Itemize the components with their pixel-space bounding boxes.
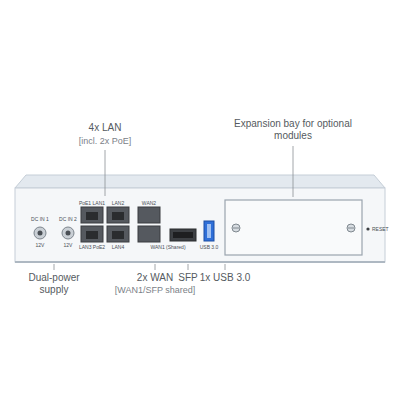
dc-jack-pin <box>66 231 71 236</box>
port-slot <box>86 212 98 220</box>
leader-line <box>105 150 106 196</box>
callout-title: 4x LAN <box>89 122 122 134</box>
rj45-port <box>81 226 103 242</box>
port-label: DC IN 2 <box>59 216 77 222</box>
callout-title: SFP <box>178 272 197 284</box>
device-base <box>15 261 385 263</box>
callout-title: Expansion bay for optional modules <box>228 118 358 142</box>
sfp-port <box>170 229 196 241</box>
callout-note: [WAN1/SFP shared] <box>115 285 196 296</box>
port-label: LAN2 <box>112 200 125 206</box>
rj45-port <box>138 207 160 223</box>
rj45-port <box>107 207 129 223</box>
callout-title: 2x WAN <box>137 272 173 284</box>
lan-ports <box>81 207 129 242</box>
leader-line <box>225 264 226 270</box>
callout-title: Dual-power supply <box>21 272 87 296</box>
port-slot <box>112 231 124 239</box>
dc-jack <box>62 227 74 239</box>
expansion-bay <box>225 200 362 255</box>
leader-lines <box>54 146 293 270</box>
screw-slot <box>233 228 239 229</box>
port-label: DC IN 1 <box>31 216 49 222</box>
callout-note: [incl. 2x PoE] <box>79 136 132 147</box>
device-face <box>15 188 385 262</box>
port-label: WAN2 <box>142 200 156 206</box>
port-slot <box>86 231 98 239</box>
port-label: 12V <box>36 242 45 248</box>
port-label: WAN1 (Shared) <box>150 244 185 250</box>
leader-line <box>188 264 189 270</box>
port-label: LAN4 <box>112 244 125 250</box>
rj45-port <box>81 207 103 223</box>
rj45-port <box>107 226 129 242</box>
port-slot <box>112 212 124 220</box>
leader-line <box>293 146 294 197</box>
port-label: USB 3.0 <box>200 244 219 250</box>
device-lid <box>15 175 385 188</box>
sfp-slot <box>173 232 193 238</box>
dc-jack-pin <box>38 231 43 236</box>
leader-line <box>54 264 55 270</box>
port-label: PoE1 LAN1 <box>79 200 105 206</box>
screw-slot <box>348 228 354 229</box>
screw <box>232 224 240 232</box>
port-label: LAN3 PoE2 <box>79 244 105 250</box>
rj45-port <box>138 226 160 242</box>
screw <box>347 224 355 232</box>
port-label: RESET <box>372 226 389 232</box>
reset-hole <box>366 227 369 230</box>
usb-tongue <box>207 224 211 238</box>
usb-port <box>204 221 214 241</box>
callout-title: 1x USB 3.0 <box>200 272 251 284</box>
port-label: 12V <box>64 242 73 248</box>
dc-jack <box>34 227 46 239</box>
wan-ports <box>138 207 160 242</box>
leader-line <box>155 264 156 270</box>
